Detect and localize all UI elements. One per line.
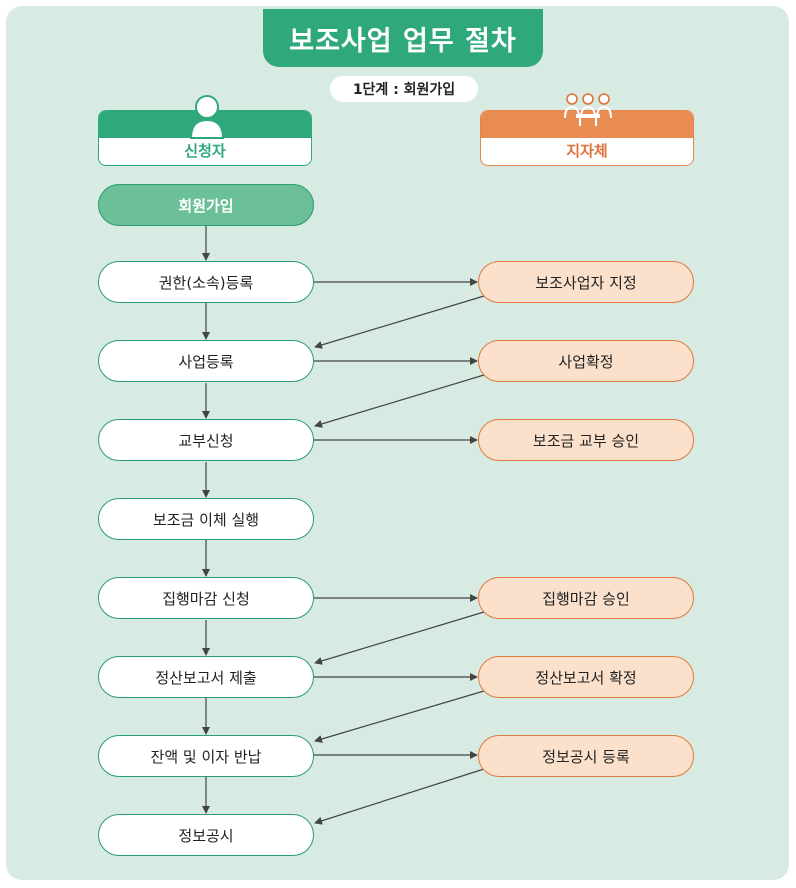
local-gov-header-label: 지자체 (566, 142, 608, 160)
step-disclosure-register: 정보공시 등록 (478, 735, 694, 777)
step-project-confirm: 사업확정 (478, 340, 694, 382)
step-closing-approve: 집행마감 승인 (478, 577, 694, 619)
step-signup: 회원가입 (98, 184, 314, 226)
local-gov-header: 지자체 (480, 110, 694, 166)
step-report-submit: 정산보고서 제출 (98, 656, 314, 698)
applicant-header-label: 신청자 (184, 142, 226, 160)
step-report-confirm: 정산보고서 확정 (478, 656, 694, 698)
step-closing-request: 집행마감 신청 (98, 577, 314, 619)
step-designate-operator: 보조사업자 지정 (478, 261, 694, 303)
arrow-return-3 (314, 611, 485, 665)
step-project-register: 사업등록 (98, 340, 314, 382)
step-disclosure: 정보공시 (98, 814, 314, 856)
arrow-return-5 (314, 768, 485, 825)
step-balance-return: 잔액 및 이자 반납 (98, 735, 314, 777)
arrow-return-2 (314, 374, 485, 428)
step-transfer-execute: 보조금 이체 실행 (98, 498, 314, 540)
stage-label: 1단계 : 회원가입 (330, 76, 478, 102)
step-grant-application: 교부신청 (98, 419, 314, 461)
step-permission-register: 권한(소속)등록 (98, 261, 314, 303)
person-icon (189, 95, 225, 139)
arrow-return-1 (314, 295, 485, 349)
page-title: 보조사업 업무 절차 (263, 9, 543, 67)
step-grant-approve: 보조금 교부 승인 (478, 419, 694, 461)
arrow-return-4 (314, 690, 485, 743)
meeting-icon (564, 93, 612, 126)
